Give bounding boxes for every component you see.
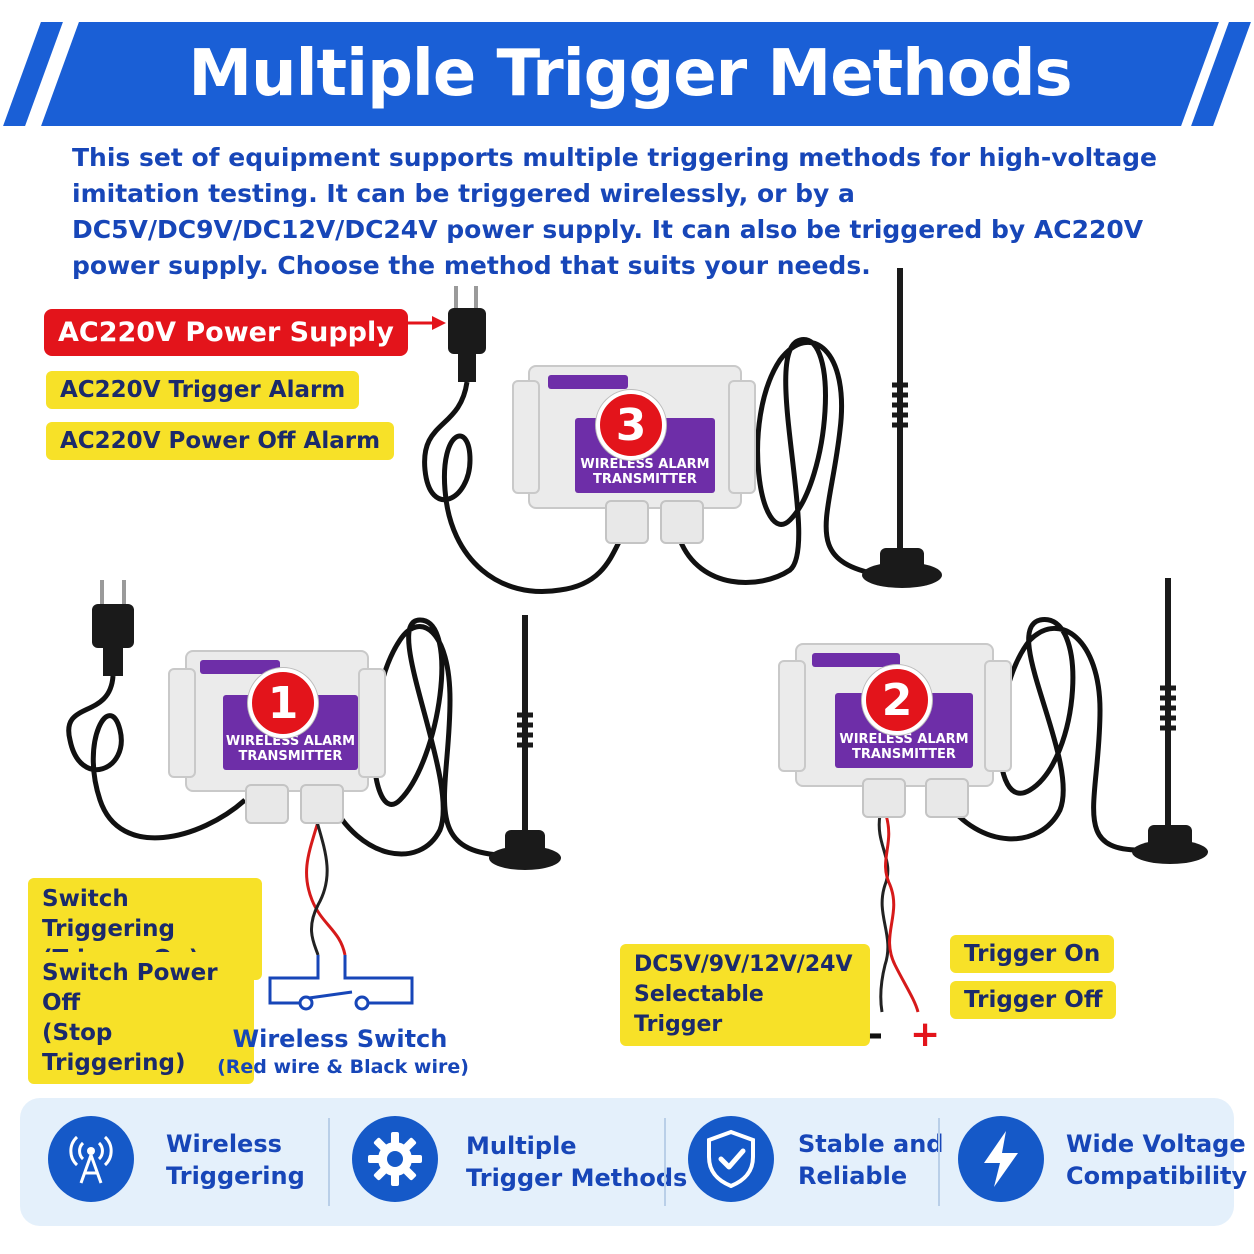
method2-cable-gland-right bbox=[925, 778, 969, 818]
feature-stable-line2: Reliable bbox=[798, 1162, 908, 1190]
feature-multiple-line2: Trigger Methods bbox=[466, 1164, 688, 1192]
feature-multiple-line1: Multiple bbox=[466, 1132, 577, 1160]
method1-number-badge: 1 bbox=[248, 668, 318, 738]
antenna-icon bbox=[48, 1116, 134, 1202]
switch-triggering-label: Switch Triggering (Trigger On) bbox=[28, 878, 262, 980]
method3-number-badge: 3 bbox=[596, 390, 666, 460]
feature-divider-2 bbox=[664, 1118, 666, 1206]
feature-voltage-line2: Compatibility bbox=[1066, 1162, 1248, 1190]
ac220v-power-off-alarm-label: AC220V Power Off Alarm bbox=[46, 422, 395, 460]
switch-power-off-label: Switch Power Off (Stop Triggering) bbox=[28, 952, 254, 1084]
feature-multiple-text: Multiple Trigger Methods bbox=[466, 1130, 687, 1194]
method3-device-top-strip bbox=[548, 375, 628, 389]
method3-mount-tab-right bbox=[728, 380, 756, 494]
feature-voltage-line1: Wide Voltage bbox=[1066, 1130, 1246, 1158]
plus-sign: + bbox=[910, 1014, 941, 1055]
lightning-icon bbox=[958, 1116, 1044, 1202]
method1-device-line1: WIRELESS ALARM bbox=[225, 734, 356, 749]
feature-wireless-line2: Triggering bbox=[166, 1162, 305, 1190]
method3-device-line2: TRANSMITTER bbox=[593, 472, 697, 487]
method1-cable-gland-right bbox=[300, 784, 344, 824]
switch-triggering-line1: Switch Triggering bbox=[42, 886, 175, 942]
dc-voltage-line: DC5V/9V/12V/24V bbox=[634, 952, 853, 977]
feature-stable-text: Stable and Reliable bbox=[798, 1128, 943, 1192]
method1-mount-tab-right bbox=[358, 668, 386, 778]
method3-cable-gland-left bbox=[605, 500, 649, 544]
method1-device-top-strip bbox=[200, 660, 280, 674]
intro-text: This set of equipment supports multiple … bbox=[72, 143, 1157, 280]
method2-mount-tab-left bbox=[778, 660, 806, 772]
dc-selectable-trigger-label: DC5V/9V/12V/24V Selectable Trigger bbox=[620, 944, 870, 1046]
switch-power-off-line1: Switch Power Off bbox=[42, 960, 218, 1016]
feature-wireless-text: Wireless Triggering bbox=[166, 1128, 305, 1192]
method3-device-line1: WIRELESS ALARM bbox=[580, 457, 710, 472]
trigger-on-label: Trigger On bbox=[950, 935, 1115, 973]
method2-device-line2: TRANSMITTER bbox=[852, 747, 956, 762]
gear-icon bbox=[352, 1116, 438, 1202]
method2-number-badge: 2 bbox=[862, 665, 932, 735]
feature-voltage-text: Wide Voltage Compatibility bbox=[1066, 1128, 1247, 1192]
trigger-off-label: Trigger Off bbox=[950, 981, 1117, 1019]
ac220v-power-supply-label: AC220V Power Supply bbox=[44, 309, 408, 356]
feature-stable-line1: Stable and bbox=[798, 1130, 944, 1158]
feature-wireless-line1: Wireless bbox=[166, 1130, 282, 1158]
minus-sign: - bbox=[868, 1014, 883, 1055]
shield-check-icon bbox=[688, 1116, 774, 1202]
feature-divider-1 bbox=[328, 1118, 330, 1206]
method1-mount-tab-left bbox=[168, 668, 196, 778]
wireless-switch-subtitle: (Red wire & Black wire) bbox=[217, 1056, 469, 1078]
method2-mount-tab-right bbox=[984, 660, 1012, 772]
method1-cable-gland-left bbox=[245, 784, 289, 824]
ac220v-trigger-alarm-label: AC220V Trigger Alarm bbox=[46, 371, 360, 409]
switch-power-off-line2: (Stop Triggering) bbox=[42, 1020, 186, 1076]
method2-cable-gland-left bbox=[862, 778, 906, 818]
method2-device-top-strip bbox=[812, 653, 900, 667]
dc-selectable-line: Selectable Trigger bbox=[634, 982, 764, 1037]
method1-device-line2: TRANSMITTER bbox=[238, 749, 343, 764]
page-title: Multiple Trigger Methods bbox=[188, 37, 1072, 111]
wireless-switch-title: Wireless Switch bbox=[232, 1025, 448, 1053]
method2-device-line1: WIRELESS ALARM bbox=[839, 732, 969, 747]
method3-cable-gland-right bbox=[660, 500, 704, 544]
feature-divider-3 bbox=[938, 1118, 940, 1206]
method3-mount-tab-left bbox=[512, 380, 540, 494]
